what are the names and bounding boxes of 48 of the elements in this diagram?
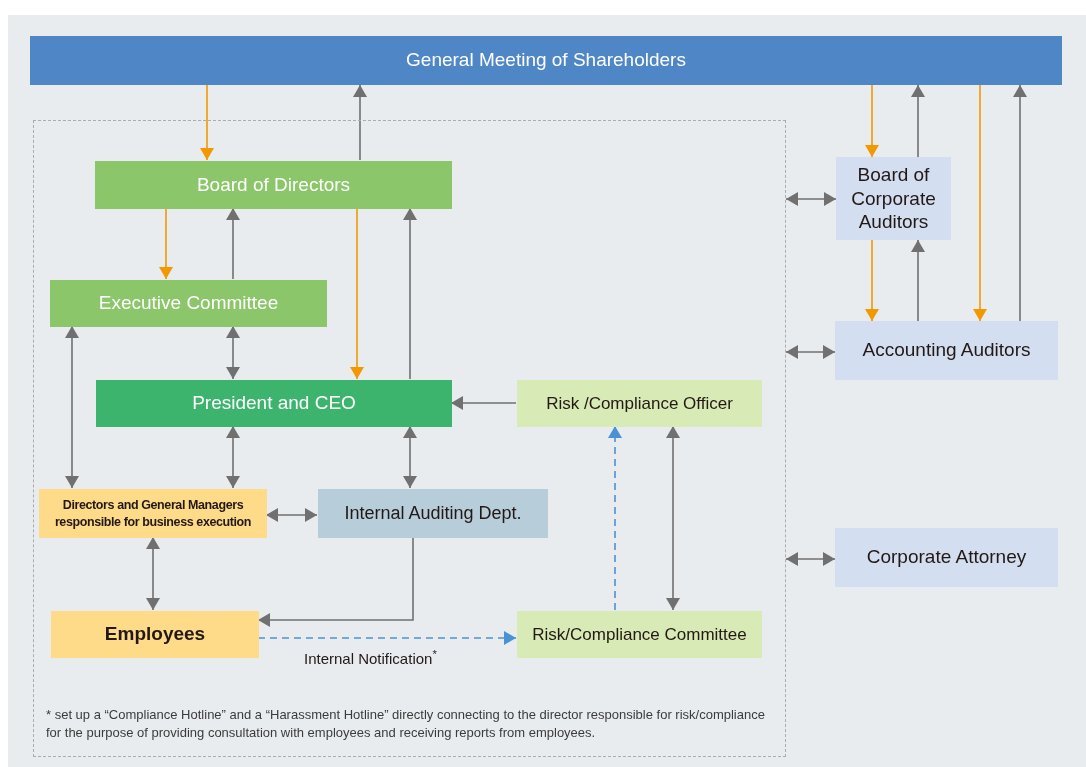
arrow	[666, 425, 680, 611]
arrow	[608, 425, 622, 611]
arrow	[1013, 84, 1027, 322]
arrow	[353, 84, 367, 161]
box-label: Directors and General Managers responsible for business execution	[53, 497, 253, 530]
arrow	[200, 84, 214, 161]
box-label: Accounting Auditors	[862, 338, 1031, 363]
box-label: Internal Auditing Dept.	[344, 502, 522, 525]
arrow	[403, 207, 417, 380]
arrow	[350, 207, 364, 380]
org-box	[835, 528, 1058, 587]
arrow	[403, 425, 417, 489]
box-label: Risk /Compliance Officer	[546, 392, 733, 415]
org-box	[50, 280, 327, 327]
arrow	[226, 207, 240, 280]
arrow	[226, 325, 240, 380]
org-box	[39, 489, 267, 538]
arrow	[159, 207, 173, 280]
arrow	[911, 239, 925, 322]
org-box	[51, 611, 259, 658]
box-label: Risk/Compliance Committee	[532, 623, 747, 646]
box-label: Board of Corporate Auditors	[850, 162, 937, 235]
arrow	[146, 536, 160, 611]
org-box	[318, 489, 548, 538]
box-label: Board of Directors	[196, 172, 351, 197]
box-label: Executive Committee	[98, 291, 279, 316]
arrow	[911, 84, 925, 158]
arrow	[785, 192, 837, 206]
org-box	[30, 36, 1062, 85]
box-label: Employees	[104, 622, 206, 647]
arrow	[865, 84, 879, 158]
org-box	[95, 161, 452, 209]
org-box	[517, 611, 762, 658]
org-box	[517, 380, 762, 427]
arrow	[65, 325, 79, 489]
box-label: President and CEO	[192, 391, 356, 416]
box-label: General Meeting of Shareholders	[406, 48, 686, 73]
box-label: Corporate Attorney	[866, 545, 1027, 570]
arrow	[785, 345, 836, 359]
dashed-boundary	[33, 120, 786, 757]
arrow	[785, 552, 836, 566]
footnote: * set up a “Compliance Hotline” and a “Harassment Hotline” directly connecting to the director responsible for risk/compliance for the purpose of providing consultation with employees and receiving reports from employees.	[46, 706, 766, 742]
org-box	[835, 321, 1058, 380]
arrow	[865, 239, 879, 322]
arrow	[226, 425, 240, 489]
org-box	[96, 380, 452, 427]
org-box	[836, 157, 951, 240]
arrow	[973, 84, 987, 322]
